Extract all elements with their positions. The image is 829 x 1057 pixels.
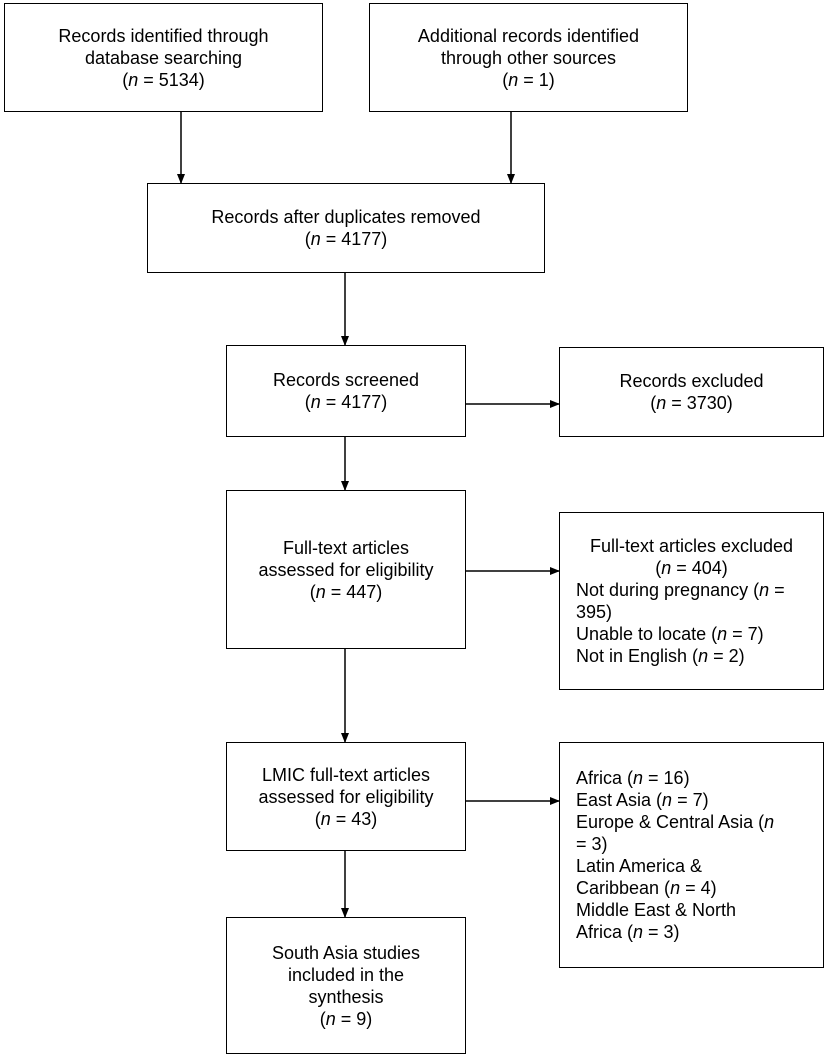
region-row: = 3) xyxy=(576,834,608,854)
box-additional-records-other-sources: Additional records identified through ot… xyxy=(369,3,688,112)
box-records-after-duplicates-removed: Records after duplicates removed (n = 41… xyxy=(147,183,545,273)
count-label: (n = 1) xyxy=(502,69,555,90)
count-label: (n = 3730) xyxy=(650,393,733,413)
fulltext-excluded-count: (n = 404) xyxy=(655,558,728,578)
count-label: (n = 9) xyxy=(319,1008,373,1029)
box-records-identified-database: Records identified through database sear… xyxy=(4,3,323,112)
box-lmic-regions: Africa (n = 16) East Asia (n = 7) Europe… xyxy=(559,742,824,968)
region-row: Latin America & xyxy=(576,856,703,876)
count-label: (n = 4177) xyxy=(304,229,388,249)
region-row: Caribbean (n = 4) xyxy=(576,878,717,898)
box-records-excluded: Records excluded (n = 3730) xyxy=(559,347,824,437)
region-row: East Asia (n = 7) xyxy=(576,790,709,810)
region-row: Middle East & North xyxy=(576,900,737,920)
box-fulltext-excluded: Full-text articles excluded (n = 404) No… xyxy=(559,512,824,690)
count-label: (n = 4177) xyxy=(304,392,388,412)
fulltext-excluded-title: Full-text articles excluded xyxy=(589,536,794,556)
box-south-asia-included: South Asia studies included in the synth… xyxy=(226,917,466,1054)
count-label: (n = 5134) xyxy=(122,69,205,90)
box-fulltext-assessed: Full-text articles assessed for eligibil… xyxy=(226,490,466,649)
exclusion-reason: Not during pregnancy (n = xyxy=(576,580,785,600)
exclusion-reason: Unable to locate (n = 7) xyxy=(576,624,764,644)
exclusion-reason: 395) xyxy=(576,602,613,622)
region-row: Africa (n = 3) xyxy=(576,922,680,942)
region-row: Africa (n = 16) xyxy=(576,768,690,788)
region-row: Europe & Central Asia (n xyxy=(576,812,775,832)
box-lmic-fulltext-assessed: LMIC full-text articles assessed for eli… xyxy=(226,742,466,851)
count-label: (n = 43) xyxy=(314,808,378,829)
box-records-screened: Records screened (n = 4177) xyxy=(226,345,466,437)
count-label: (n = 447) xyxy=(309,581,383,602)
exclusion-reason: Not in English (n = 2) xyxy=(576,646,745,666)
